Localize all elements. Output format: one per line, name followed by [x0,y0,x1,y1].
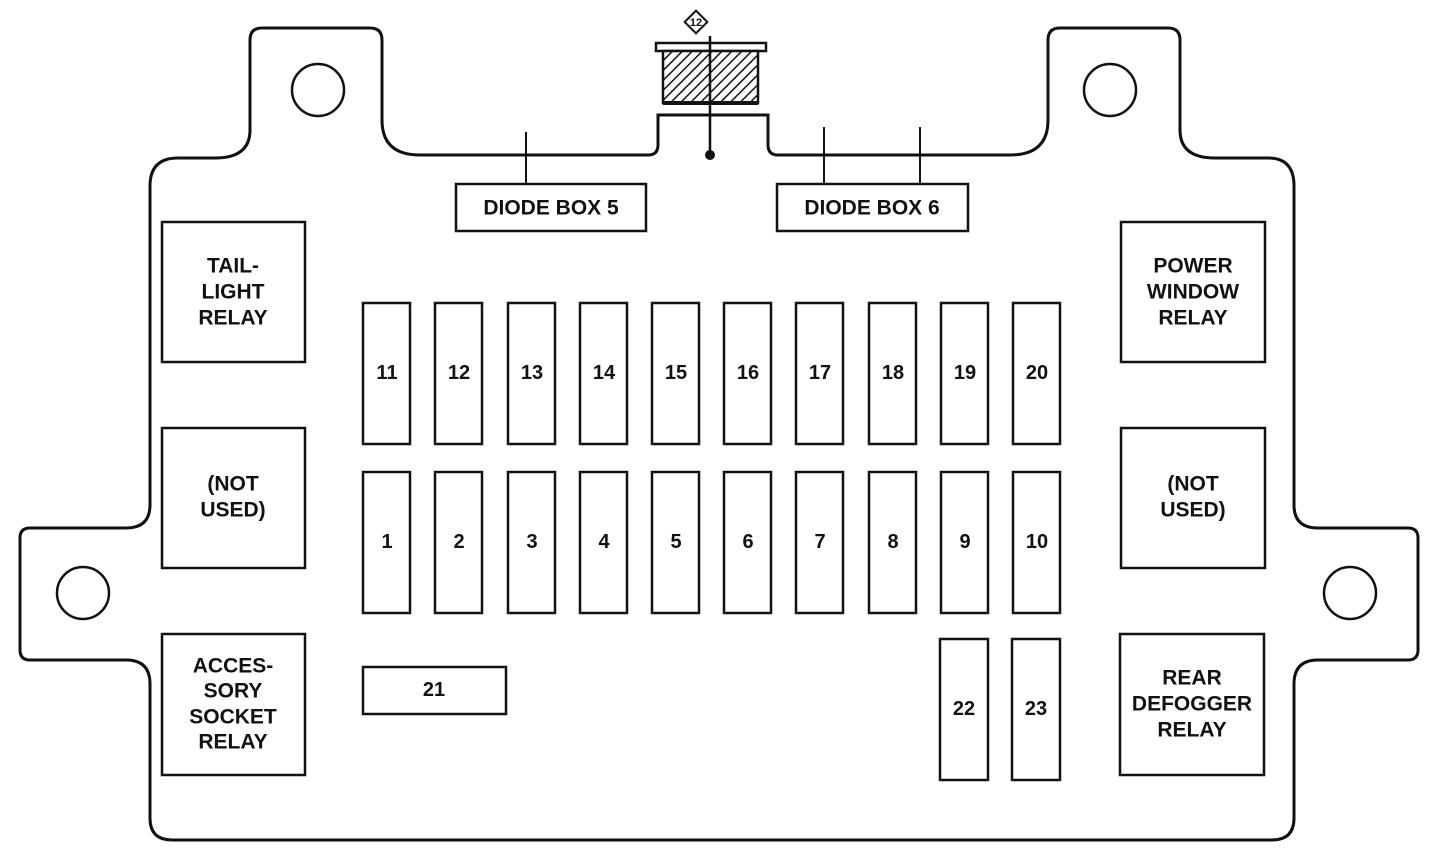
fuse-label: 5 [670,531,681,553]
fuse-14: 14 [578,301,629,446]
mounting-hole-right [1322,565,1378,621]
fuse-19: 19 [939,301,990,446]
fuse-label: 22 [953,698,975,720]
mounting-hole-top-right [1082,62,1138,118]
fuse-label: 1 [381,531,392,553]
fuse-11: 11 [361,301,412,446]
fuse-label: 9 [959,531,970,553]
relay-label-line: POWER [1153,255,1232,278]
fuse-9: 9 [939,470,990,615]
fuse-label: 2 [453,531,464,553]
fuse-label: 12 [448,362,470,384]
fuse-20: 20 [1011,301,1062,446]
diode-box-6-label: DIODE BOX 6 [804,197,939,220]
fuse-row-bottom: 1 2 3 4 5 6 7 8 9 10 [361,470,1062,615]
relay-label-line: (NOT [207,473,258,496]
fuse-22: 22 [938,637,990,782]
fuse-21: 21 [361,665,508,716]
relay-label-line: USED) [200,499,265,522]
fuse-10: 10 [1011,470,1062,615]
relay-label-line: TAIL- [207,255,259,278]
relay-label-line: RELAY [1157,719,1226,742]
left-not-used-relay: (NOT USED) [160,426,307,570]
fuse-2: 2 [433,470,484,615]
right-not-used-relay: (NOT USED) [1119,426,1267,570]
fuse-label: 13 [521,362,543,384]
fuse-16: 16 [722,301,773,446]
fuse-label: 23 [1025,698,1047,720]
fuse-5: 5 [650,470,701,615]
accessory-socket-relay: ACCES- SORY SOCKET RELAY [160,632,307,777]
connector-label: 12 [690,17,702,29]
fuse-label: 10 [1026,531,1048,553]
fuse-17: 17 [794,301,845,446]
fuse-18: 18 [867,301,918,446]
relay-label-line: ACCES- [193,655,274,678]
fuse-label: 18 [882,362,904,384]
rear-defogger-relay: REAR DEFOGGER RELAY [1118,632,1266,777]
fuse-row-top: 11 12 13 14 15 16 17 18 19 20 [361,301,1062,446]
taillight-relay: TAIL- LIGHT RELAY [160,220,307,364]
fuse-label: 16 [737,362,759,384]
fuse-label: 15 [665,362,687,384]
fuse-label: 6 [742,531,753,553]
relay-label-line: DEFOGGER [1132,693,1252,716]
fuse-label: 4 [598,531,610,553]
fuse-15: 15 [650,301,701,446]
fuse-label: 11 [376,362,397,384]
fuse-label: 8 [887,531,898,553]
fuse-label: 3 [526,531,537,553]
fuse-4: 4 [578,470,629,615]
relay-label-line: REAR [1162,667,1222,690]
fuse-23: 23 [1010,637,1062,782]
relay-label-line: (NOT [1167,473,1218,496]
relay-label-line: SOCKET [189,706,277,729]
fuse-3: 3 [506,470,557,615]
relay-label-line: WINDOW [1147,281,1239,304]
relay-label-line: LIGHT [202,281,265,304]
diode-box-5: DIODE BOX 5 [454,182,648,233]
mounting-hole-left [55,565,111,621]
fuse-1: 1 [361,470,412,615]
relay-label-line: RELAY [198,731,267,754]
fuse-label: 21 [423,679,445,701]
fuse-label: 20 [1026,362,1048,384]
fuse-label: 14 [593,362,616,384]
fuse-6: 6 [722,470,773,615]
relay-label-line: SORY [204,680,263,703]
fuse-label: 17 [809,362,831,384]
diode-box-5-label: DIODE BOX 5 [483,197,619,220]
fuse-label: 7 [814,531,825,553]
power-window-relay: POWER WINDOW RELAY [1119,220,1267,364]
top-connector: 12 [654,9,768,160]
fuse-box-housing [18,26,1420,842]
diode-box-6: DIODE BOX 6 [775,182,970,233]
relay-label-line: USED) [1160,499,1225,522]
mounting-hole-top-left [290,62,346,118]
fuse-label: 19 [954,362,976,384]
relay-label-line: RELAY [1158,307,1227,330]
fuse-8: 8 [867,470,918,615]
fuse-7: 7 [794,470,845,615]
relay-label-line: RELAY [198,307,267,330]
fuse-12: 12 [433,301,484,446]
fuse-13: 13 [506,301,557,446]
